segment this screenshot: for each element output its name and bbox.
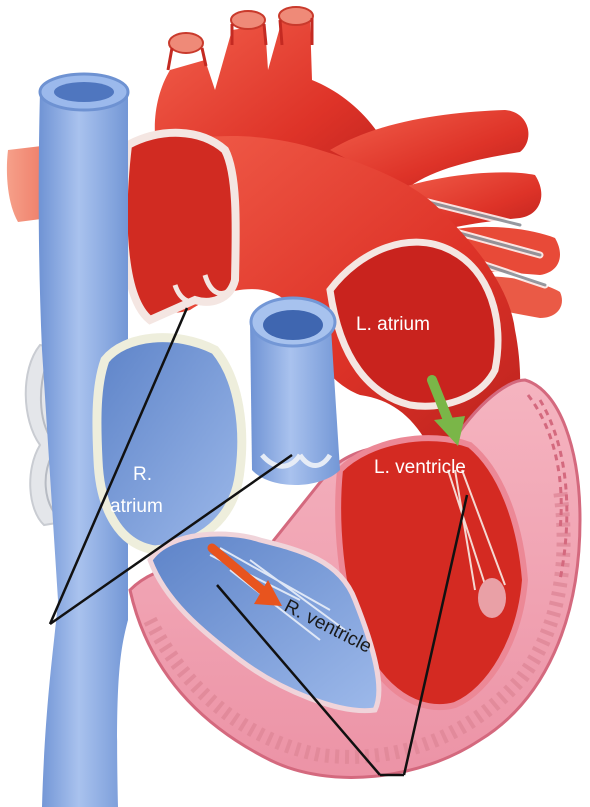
label-l-ventricle: L. ventricle bbox=[374, 457, 466, 478]
label-r-atrium-line1: R. bbox=[133, 464, 152, 485]
right-atrium-chamber bbox=[97, 338, 242, 550]
pulmonary-artery-tube bbox=[250, 298, 340, 485]
pulmonary-trunk bbox=[124, 133, 236, 320]
label-r-atrium-line2: atrium bbox=[110, 496, 163, 517]
label-l-atrium: L. atrium bbox=[356, 314, 430, 335]
